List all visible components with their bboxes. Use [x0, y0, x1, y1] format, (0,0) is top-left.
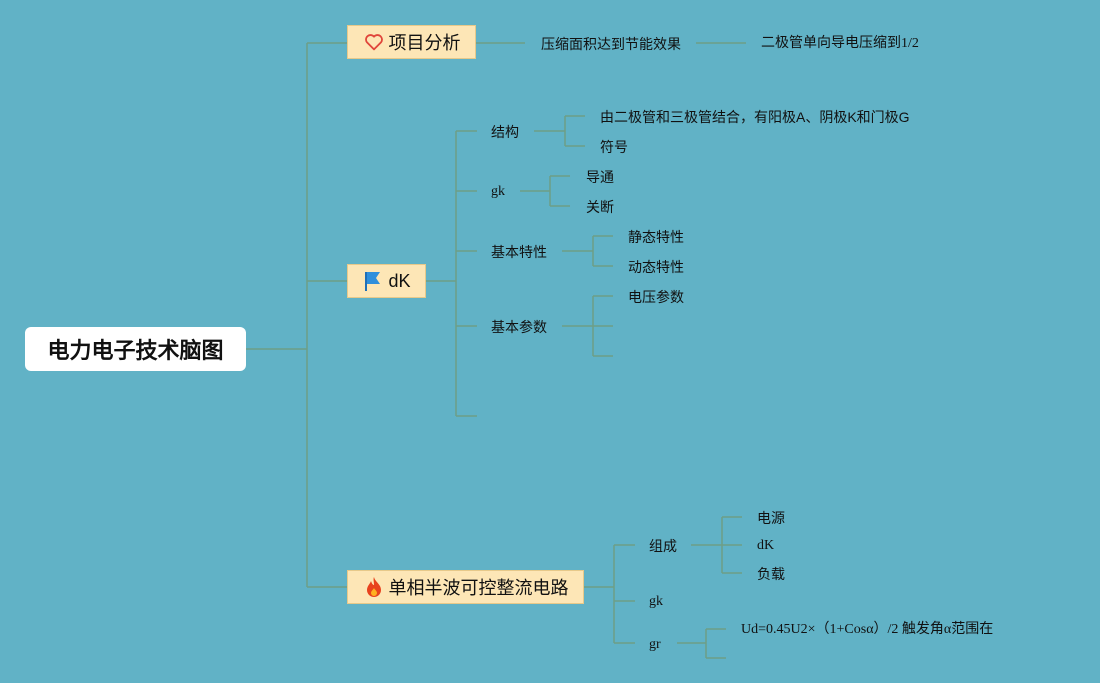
topic-diode-compression[interactable]: 二极管单向导电压缩到1/2	[761, 36, 919, 51]
fire-icon	[363, 576, 385, 598]
root-topic[interactable]: 电力电子技术脑图	[25, 327, 246, 371]
topic-basic-characteristics[interactable]: 基本特性	[491, 244, 547, 260]
topic-gk[interactable]: gk	[491, 184, 505, 199]
branch-label: 单相半波可控整流电路	[388, 578, 569, 598]
branch-label: 项目分析	[388, 33, 461, 53]
branch-project-analysis[interactable]: 项目分析	[347, 25, 476, 59]
heart-icon	[363, 31, 385, 53]
topic-power-source[interactable]: 电源	[757, 510, 785, 526]
topic-structure-desc[interactable]: 由二极管和三极管结合，有阳极A、阴极K和门极G	[600, 109, 910, 125]
topic-turn-off[interactable]: 关断	[586, 199, 614, 215]
topic-voltage-parameters[interactable]: 电压参数	[628, 289, 684, 305]
root-title: 电力电子技术脑图	[47, 338, 224, 363]
topic-load[interactable]: 负载	[757, 566, 785, 582]
branch-label: dK	[388, 270, 411, 291]
topic-basic-parameters[interactable]: 基本参数	[491, 319, 547, 335]
topic-static-characteristics[interactable]: 静态特性	[628, 229, 684, 245]
branch-rectifier-circuit[interactable]: 单相半波可控整流电路	[347, 570, 584, 604]
branch-dk[interactable]: dK	[347, 264, 426, 298]
topic-gk[interactable]: gk	[649, 594, 663, 609]
topic-structure[interactable]: 结构	[491, 124, 519, 140]
topic-symbol[interactable]: 符号	[600, 139, 628, 155]
topic-formula[interactable]: Ud=0.45U2×（1+Cosα）/2 触发角α范围在	[741, 622, 994, 637]
topic-gr[interactable]: gr	[649, 637, 661, 652]
topic-composition[interactable]: 组成	[649, 538, 677, 554]
topic-dynamic-characteristics[interactable]: 动态特性	[628, 259, 684, 275]
flag-icon	[362, 270, 384, 292]
topic-energy-saving[interactable]: 压缩面积达到节能效果	[541, 36, 681, 52]
topic-dk[interactable]: dK	[757, 538, 775, 553]
topic-conduction[interactable]: 导通	[586, 169, 614, 185]
